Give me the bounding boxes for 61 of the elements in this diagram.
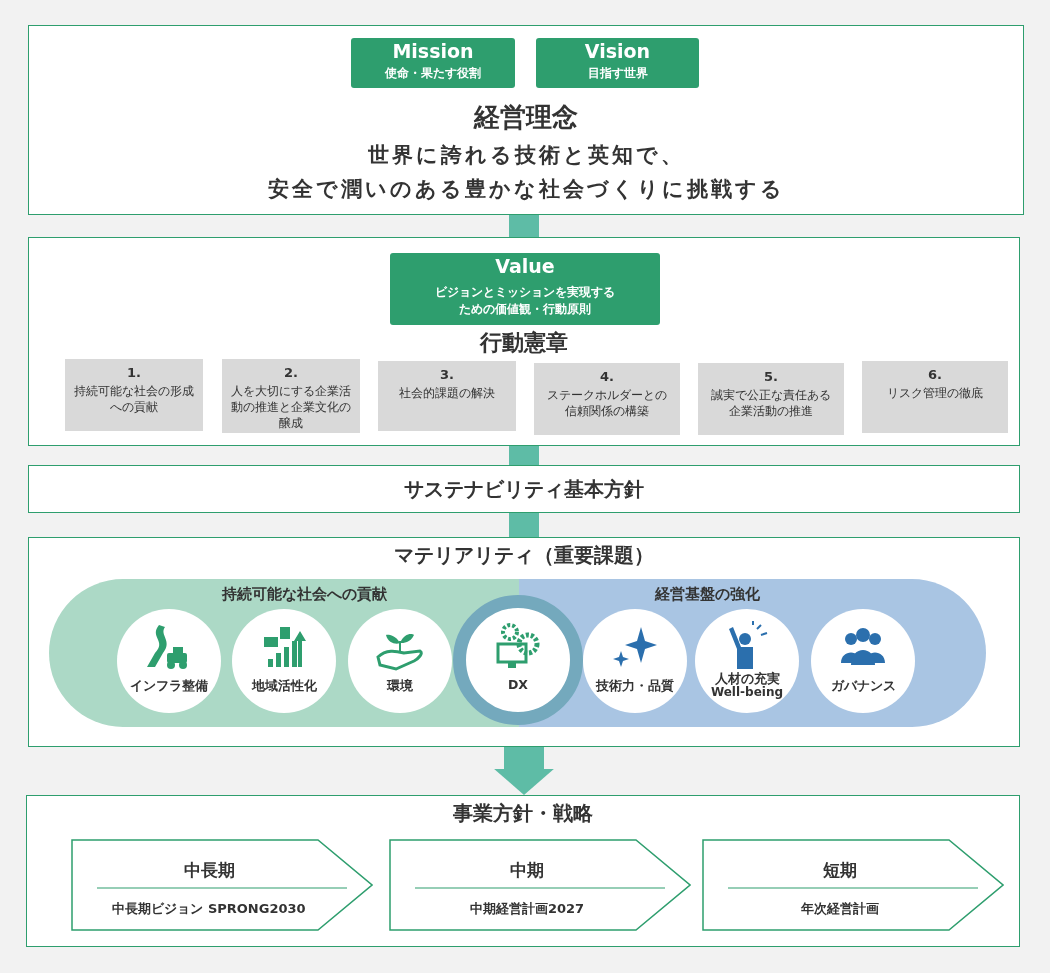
tag-subtitle: 目指す世界 — [586, 65, 649, 82]
charter-box — [65, 359, 203, 431]
term-heading: 中長期 — [182, 859, 236, 882]
section-heading: マテリアリティ（重要課題） — [393, 542, 655, 569]
charter-text: 持続可能な社会の形成への貢献 — [73, 383, 195, 415]
tag-title: Mission — [391, 40, 475, 62]
circle-label: インフラ整備 — [129, 678, 209, 695]
policy-text: サステナビリティ基本方針 — [403, 476, 645, 503]
tag-subtitle: ビジョンとミッションを実現するための価値観・行動原則 — [434, 284, 616, 318]
charter-text: リスク管理の徹底 — [886, 385, 984, 401]
tag-title: Vision — [583, 40, 652, 62]
section-panel — [28, 237, 1020, 446]
list-number: 3. — [439, 367, 455, 382]
connector-bar — [509, 215, 539, 237]
plan-text: 年次経営計画 — [800, 900, 880, 918]
charter-box — [698, 363, 844, 435]
term-heading: 中期 — [509, 859, 545, 882]
list-number: 5. — [763, 369, 779, 384]
list-number: 2. — [283, 365, 299, 380]
tag-title: Value — [494, 255, 556, 277]
charter-text: 社会的課題の解決 — [398, 385, 496, 401]
circle-label: ガバナンス — [829, 678, 897, 695]
circle-label: 地域活性化 — [250, 678, 318, 695]
connector-bar — [509, 446, 539, 465]
section-heading: 事業方針・戦略 — [452, 800, 594, 827]
section-heading: 経営理念 — [472, 101, 579, 134]
charter-text: ステークホルダーとの信頼関係の構築 — [546, 387, 668, 419]
circle-label: 技術力・品質 — [594, 678, 675, 695]
chevron-box — [389, 839, 691, 931]
circle-label: Well-being — [709, 685, 785, 699]
charter-box — [378, 361, 516, 431]
statement-text: 世界に誇れる技術と英知で、安全で潤いのある豊かな社会づくりに挑戦する — [266, 142, 786, 203]
section-panel — [26, 795, 1020, 947]
charter-text: 人を大切にする企業活動の推進と企業文化の醸成 — [230, 383, 352, 431]
chevron-box — [702, 839, 1004, 931]
connector-bar — [509, 513, 539, 537]
tag-subtitle: 使命・果たす役割 — [384, 65, 482, 82]
section-panel — [28, 537, 1020, 747]
arrow — [493, 747, 555, 795]
heading-tag — [536, 38, 699, 88]
list-number: 4. — [599, 369, 615, 384]
policy-bar — [28, 465, 1020, 513]
circle-label: DX — [507, 677, 529, 692]
section-heading: 行動憲章 — [478, 329, 569, 357]
charter-box — [222, 359, 360, 433]
band-heading: 持続可能な社会への貢献 — [220, 585, 388, 604]
plan-text: 中長期ビジョン SPRONG2030 — [111, 900, 307, 918]
band-heading: 経営基盤の強化 — [653, 585, 761, 604]
circle-label: 環境 — [385, 678, 414, 695]
heading-tag — [390, 253, 660, 325]
heading-tag — [351, 38, 515, 88]
term-heading: 短期 — [822, 859, 858, 882]
charter-box — [534, 363, 680, 435]
section-panel — [28, 25, 1024, 215]
plan-text: 中期経営計画2027 — [468, 900, 586, 918]
list-number: 6. — [927, 367, 943, 382]
list-number: 1. — [126, 365, 142, 380]
chevron-box — [71, 839, 373, 931]
charter-text: 誠実で公正な責任ある企業活動の推進 — [710, 387, 832, 419]
circle-label: 人材の充実 — [713, 671, 781, 686]
charter-box — [862, 361, 1008, 433]
